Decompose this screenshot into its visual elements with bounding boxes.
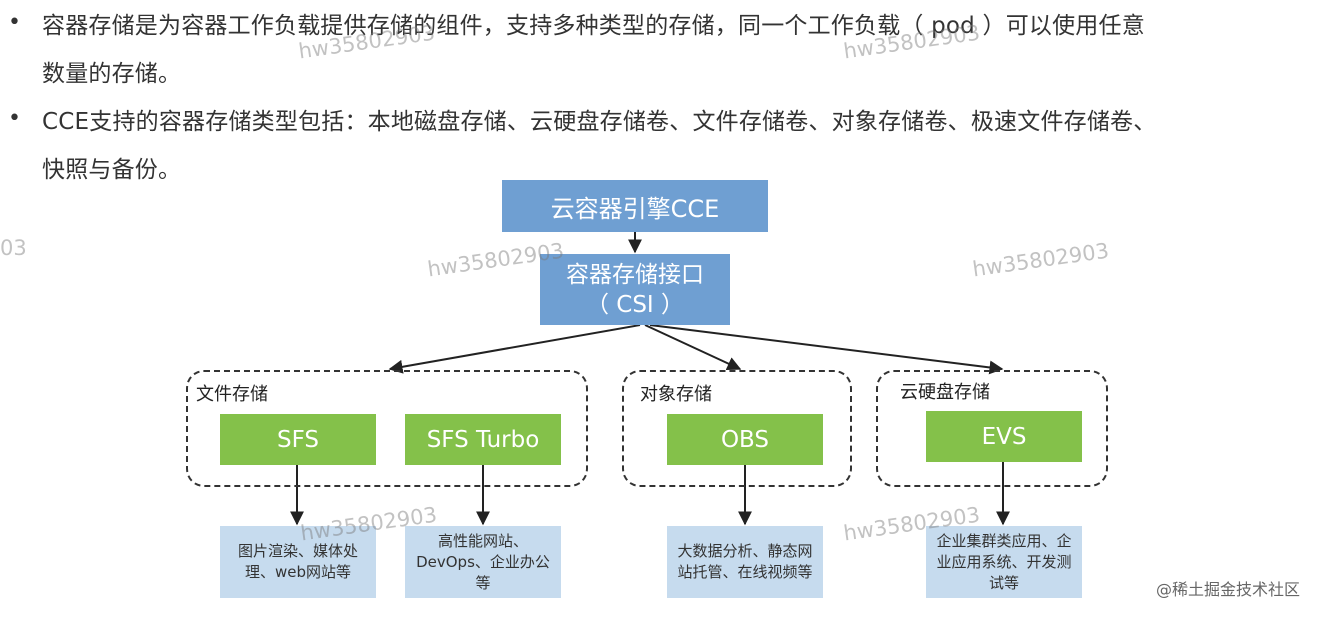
sfs-turbo-box: SFS Turbo xyxy=(405,414,561,465)
sfs-use-case: 图片渲染、媒体处理、web网站等 xyxy=(220,526,376,598)
cce-box: 云容器引擎CCE xyxy=(502,180,768,232)
csi-box-line-1: 容器存储接口 xyxy=(566,261,704,288)
evs-box: EVS xyxy=(926,411,1082,462)
file-storage-group xyxy=(186,370,588,487)
bullet-marker: • xyxy=(8,10,21,35)
object-storage-label: 对象存储 xyxy=(640,384,712,405)
file-storage-label: 文件存储 xyxy=(196,384,268,405)
sfs-turbo-use-case: 高性能网站、DevOps、企业办公等 xyxy=(405,526,561,598)
bullet-2-line-1: CCE支持的容器存储类型包括：本地磁盘存储、云硬盘存储卷、文件存储卷、对象存储卷… xyxy=(42,109,1157,135)
bullet-1-line-2: 数量的存储。 xyxy=(42,61,182,87)
csi-box: 容器存储接口 （ CSI ） xyxy=(540,254,730,325)
footer-watermark: @稀土掘金技术社区 xyxy=(1155,580,1300,599)
evs-use-case: 企业集群类应用、企业应用系统、开发测试等 xyxy=(926,526,1082,598)
sfs-box: SFS xyxy=(220,414,376,465)
arrow-csi-to-file xyxy=(388,324,641,374)
arrow-csi-to-object xyxy=(644,324,742,371)
obs-box: OBS xyxy=(667,414,823,465)
bullet-2-line-2: 快照与备份。 xyxy=(42,157,182,183)
object-storage-group xyxy=(622,370,852,487)
arrow-csi-to-block xyxy=(649,324,1004,375)
bullet-1-line-1: 容器存储是为容器工作负载提供存储的组件，支持多种类型的存储，同一个工作负载（ p… xyxy=(42,13,1145,39)
obs-use-case: 大数据分析、静态网站托管、在线视频等 xyxy=(667,526,823,598)
csi-box-line-2: （ CSI ） xyxy=(585,291,685,318)
block-storage-group xyxy=(876,370,1108,487)
bullet-marker: • xyxy=(8,106,21,131)
block-storage-label: 云硬盘存储 xyxy=(900,382,990,403)
